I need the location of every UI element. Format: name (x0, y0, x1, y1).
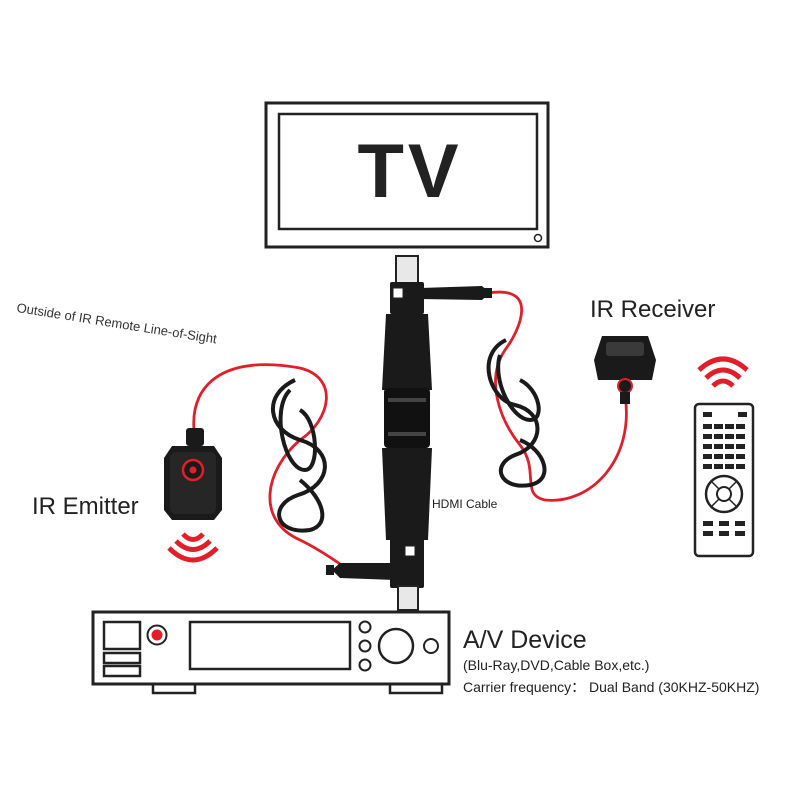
receiver-coiled-cable (486, 338, 547, 488)
ir-emitter-red-cable (192, 363, 353, 574)
av-device (91, 610, 451, 695)
hdmi-cable-label: HDMI Cable (432, 497, 498, 511)
tv-monitor (264, 101, 550, 249)
remote-control-icon (693, 402, 755, 558)
carrier-frequency-label: Carrier frequency： Dual Band (30KHZ-50KH… (463, 679, 760, 695)
ir-emitter-label: IR Emitter (32, 493, 139, 520)
ir-receiver-red-cable (487, 290, 628, 502)
hdmi-cable-coupler (382, 255, 432, 611)
av-device-label: A/V Device (463, 626, 587, 654)
emitter-jack-plug (326, 563, 395, 580)
tv-label: TV (357, 129, 463, 214)
av-device-examples: (Blu-Ray,DVD,Cable Box,etc.) (463, 657, 650, 673)
ir-receiver-label: IR Receiver (590, 296, 716, 323)
emitter-coiled-cable (270, 378, 327, 533)
ir-receiver-device (594, 336, 656, 404)
ir-signal-waves-icon (697, 356, 749, 388)
receiver-jack-plug (420, 286, 492, 300)
ir-emitter-device (164, 428, 222, 520)
ir-signal-waves-icon (167, 532, 219, 563)
